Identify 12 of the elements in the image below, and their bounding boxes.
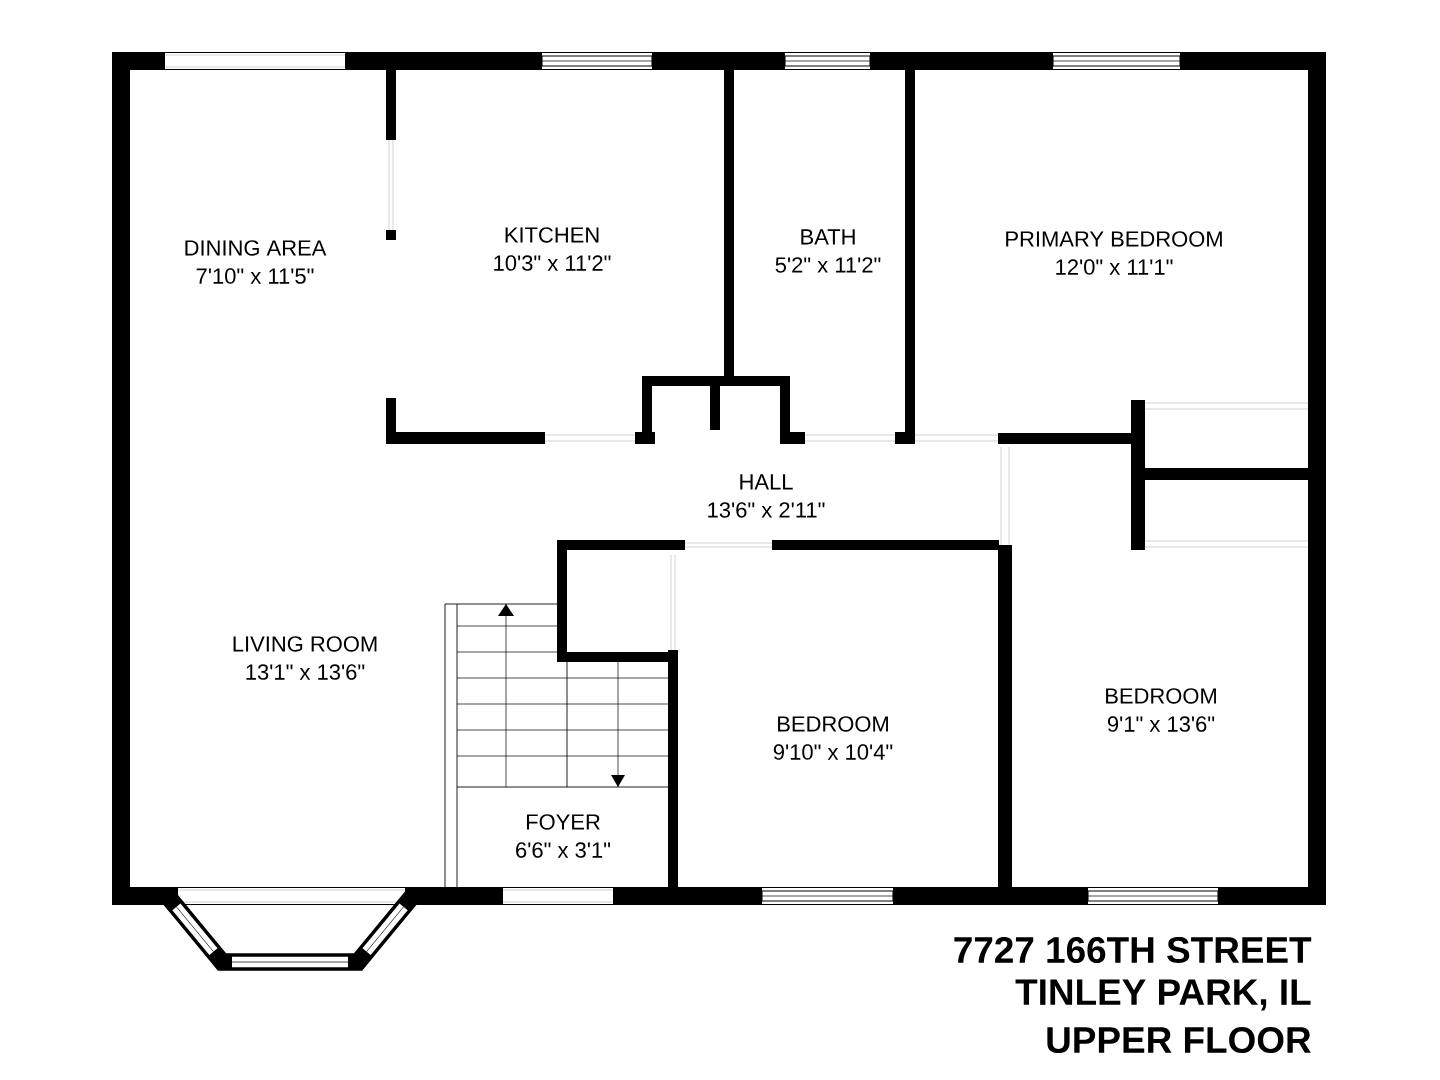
room-label: PRIMARY BEDROOM 12'0" x 11'1" [1006, 231, 1222, 275]
address-text: UPPER FLOOR [1047, 1026, 1311, 1054]
room-label: DINING AREA 7'10" x 11'5" [185, 240, 327, 284]
room-label: FOYER 6'6" x 3'1" [516, 814, 611, 858]
room-label: BATH 5'2" x 11'2" [775, 229, 881, 273]
room-label: BEDROOM 9'10" x 10'4" [773, 716, 893, 760]
address-text: 7727 166TH STREET [954, 936, 1312, 964]
room-label: LIVING ROOM 13'1" x 13'6" [233, 636, 377, 680]
room-label: KITCHEN 10'3" x 11'2" [494, 227, 611, 271]
room-label: HALL 13'6" x 2'11" [708, 474, 825, 518]
room-label: BEDROOM 9'1" x 13'6" [1106, 688, 1216, 732]
address-text: TINLEY PARK, IL [1015, 979, 1311, 1011]
